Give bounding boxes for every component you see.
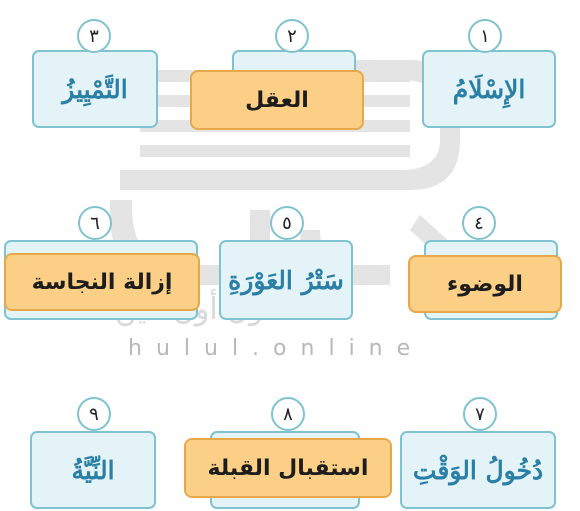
number-circle-6: ٦ (78, 206, 112, 240)
answer-label-card-8: استقبال القبلة (184, 438, 392, 498)
card-9: النِّيَّةُ (30, 431, 156, 509)
answer-label-card-2: العقل (190, 70, 364, 130)
number-circle-3: ٣ (77, 19, 111, 53)
number-circle-7: ٧ (463, 397, 497, 431)
answer-label-card-6: إزالة النجاسة (4, 253, 200, 311)
number-circle-8: ٨ (271, 397, 305, 431)
card-1: الإِسْلَامُ (422, 50, 556, 128)
answer-label-card-4: الوضوء (408, 255, 562, 313)
number-circle-5: ٥ (270, 206, 304, 240)
card-3: التَّمْيِيزُ (32, 50, 158, 128)
card-9-word: النِّيَّةُ (71, 455, 115, 485)
card-1-word: الإِسْلَامُ (452, 74, 526, 104)
number-circle-1: ١ (468, 19, 502, 53)
card-5-word: سَتْرُ العَوْرَةِ (228, 265, 344, 295)
number-circle-2: ٢ (275, 19, 309, 53)
card-3-word: التَّمْيِيزُ (62, 74, 128, 104)
card-5: سَتْرُ العَوْرَةِ (219, 240, 353, 320)
number-circle-9: ٩ (77, 397, 111, 431)
card-7-word: دُخُولُ الوَقْتِ (412, 455, 544, 485)
watermark-latin-text: hulul.online (128, 336, 425, 361)
card-7: دُخُولُ الوَقْتِ (400, 431, 556, 509)
number-circle-4: ٤ (462, 206, 496, 240)
